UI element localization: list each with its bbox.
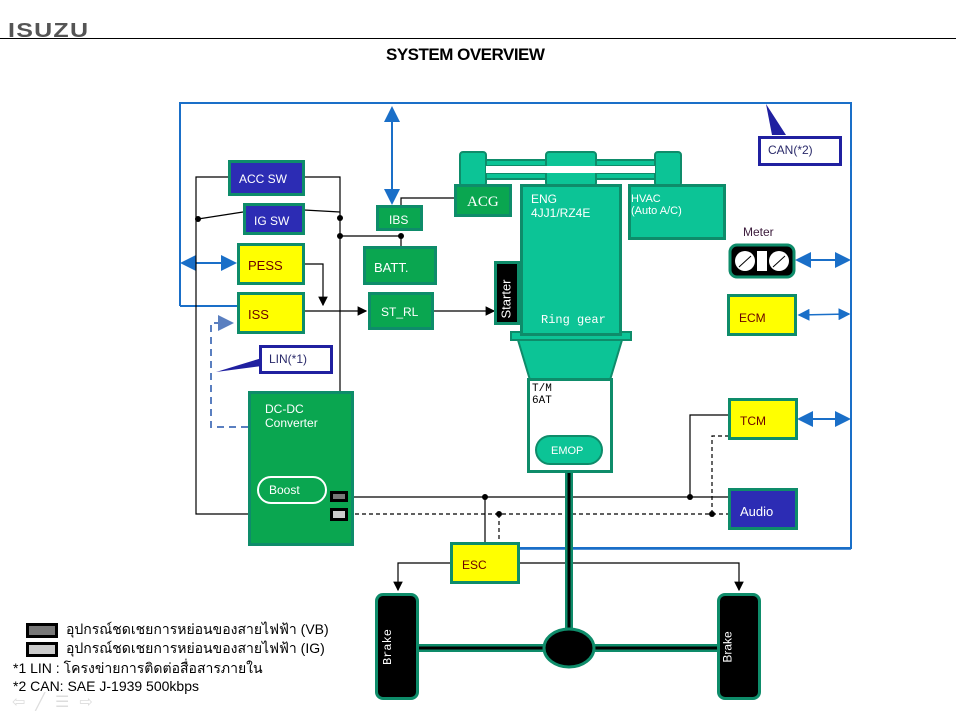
ig-swatch — [26, 641, 58, 657]
st-rl-box: ST_RL — [368, 292, 434, 330]
batt-box: BATT. — [363, 246, 437, 285]
starter-label: Starter — [498, 279, 514, 319]
ring-gear-label: Ring gear — [541, 313, 606, 327]
audio-box: Audio — [728, 488, 798, 530]
differential — [542, 627, 596, 669]
ig-compensator — [330, 508, 348, 521]
can-bus-frame — [179, 102, 852, 549]
legend-vb: อุปกรณ์ชดเชยการหย่อนของสายไฟฟ้า (VB) — [26, 619, 329, 641]
dcdc-converter-box: DC-DC Converter Boost — [248, 391, 354, 546]
esc-box: ESC — [450, 542, 520, 584]
menu-icon[interactable]: ☰ — [55, 694, 80, 711]
tcm-box: TCM — [728, 398, 798, 440]
isuzu-logo: ISUZU — [8, 20, 90, 42]
pen-icon[interactable]: ╱ — [35, 694, 56, 711]
brake-left-label: Brake — [381, 628, 396, 666]
legend-ig: อุปกรณ์ชดเชยการหย่อนของสายไฟฟ้า (IG) — [26, 638, 325, 660]
vb-compensator — [330, 491, 348, 502]
pess-box: PESS — [237, 243, 305, 285]
brake-right: Brake — [717, 593, 761, 700]
brake-left: Brake — [375, 593, 419, 700]
transmission-box: T/M 6AT EMOP — [527, 378, 613, 473]
vb-swatch — [26, 622, 58, 638]
starter-box: Starter — [494, 261, 520, 325]
dcdc-label: DC-DC — [265, 402, 304, 416]
tm-label: T/M — [532, 383, 552, 395]
lin-callout: LIN(*1) — [259, 345, 333, 374]
hvac-sub: (Auto A/C) — [631, 205, 682, 217]
emop-box: EMOP — [535, 435, 603, 465]
hvac-box: HVAC (Auto A/C) — [628, 184, 726, 240]
ecm-box: ECM — [727, 294, 797, 336]
meter-label: Meter — [743, 225, 774, 239]
acc-sw-box: ACC SW — [228, 160, 305, 196]
brake-right-label: Brake — [720, 631, 735, 663]
dcdc-sub: Converter — [265, 416, 318, 430]
iss-box: ISS — [237, 292, 305, 334]
forward-arrow-icon[interactable]: ⇨ — [79, 694, 103, 711]
lin-line — [210, 315, 248, 428]
boost-badge: Boost — [257, 476, 327, 504]
back-arrow-icon[interactable]: ⇦ — [12, 694, 36, 711]
page-title: SYSTEM OVERVIEW — [386, 45, 545, 64]
can-ecm-arrow — [797, 308, 851, 321]
hvac-label: HVAC — [631, 193, 661, 205]
note-can: *2 CAN: SAE J-1939 500kbps — [13, 678, 199, 694]
note-lin: *1 LIN : โครงข่ายการติดต่อสื่อสารภายใน — [13, 660, 263, 676]
bell-housing — [516, 339, 624, 381]
ibs-box: IBS — [376, 205, 423, 231]
engine-label: ENG — [531, 192, 558, 206]
header-divider — [0, 38, 956, 39]
acg-box: ACG — [454, 184, 512, 217]
engine-box: ENG 4JJ1/RZ4E Ring gear — [520, 184, 622, 336]
slide-nav: ⇦╱☰⇨ — [12, 692, 103, 712]
engine-model: 4JJ1/RZ4E — [531, 206, 591, 220]
can-callout: CAN(*2) — [758, 136, 842, 166]
ig-sw-box: IG SW — [243, 203, 305, 235]
tm-type: 6AT — [532, 395, 552, 407]
